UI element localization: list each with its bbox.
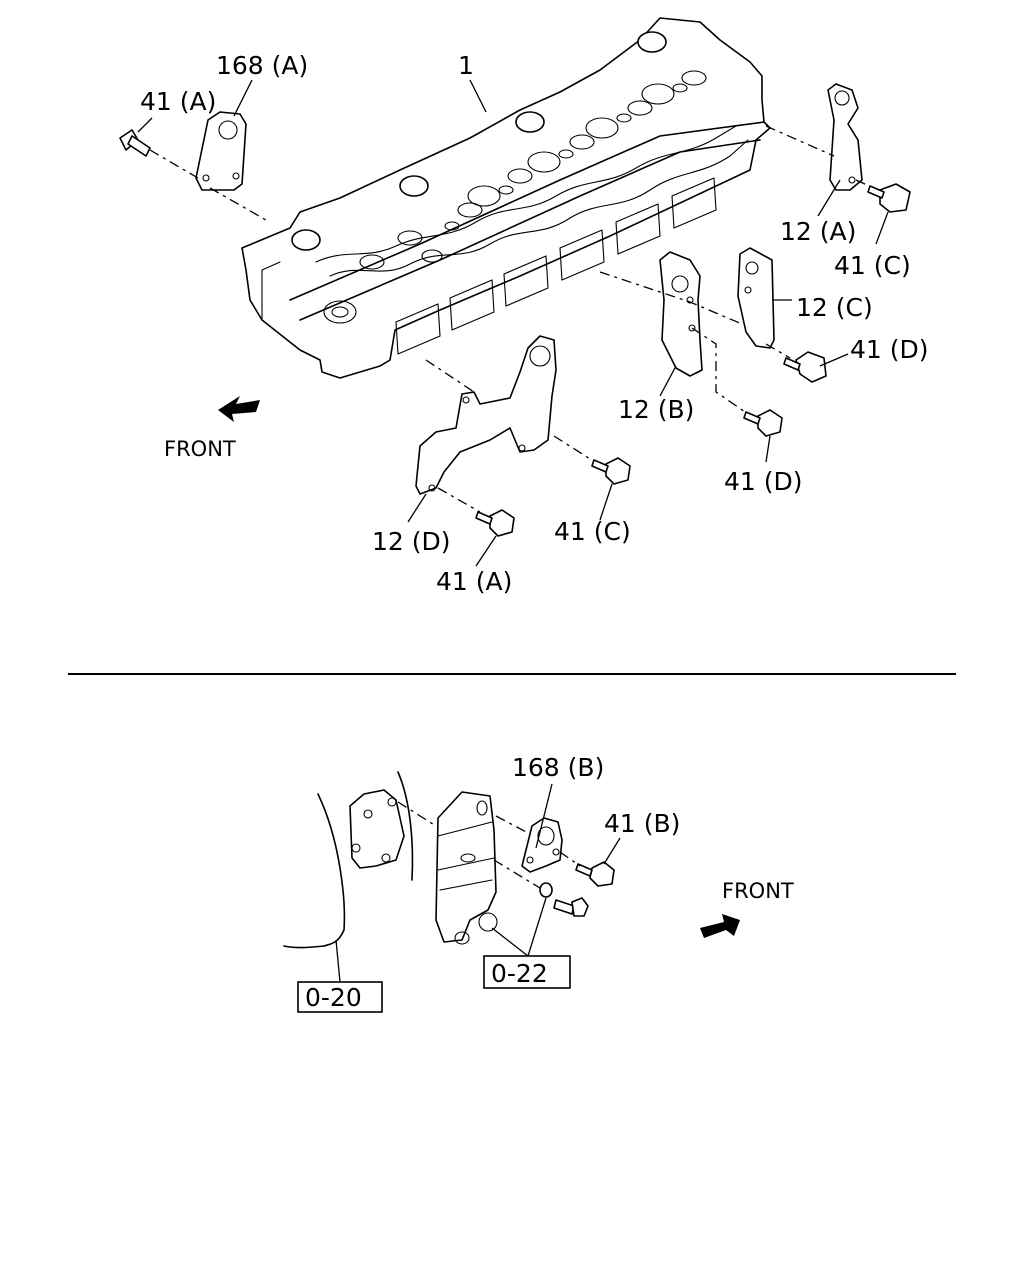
label-part-41a-top: 41 (A) xyxy=(140,87,216,116)
centerline-41c-right xyxy=(855,179,879,191)
leader-lines-top xyxy=(137,79,889,567)
bracket-12a xyxy=(827,83,863,191)
centerline-12a xyxy=(765,125,835,157)
bolt-41c-bottom xyxy=(591,457,631,485)
ref-020-text: 0-20 xyxy=(305,983,362,1012)
bolt-41a-bottom xyxy=(475,509,515,537)
front-arrow-top-icon xyxy=(218,396,260,422)
ref-022-text: 0-22 xyxy=(491,959,548,988)
bracket-168b xyxy=(521,817,563,873)
front-label-top: FRONT xyxy=(164,437,236,461)
cam-journals xyxy=(291,31,667,324)
cylinder-head-assembly xyxy=(241,17,771,379)
label-part-12d: 12 (D) xyxy=(372,527,451,556)
bracket-12c xyxy=(737,247,775,349)
bolt-41b xyxy=(575,861,615,887)
label-part-41c-right: 41 (C) xyxy=(834,251,911,280)
label-part-12b: 12 (B) xyxy=(618,395,694,424)
bracket-12b xyxy=(659,251,703,377)
label-part-41d-right: 41 (D) xyxy=(850,335,929,364)
centerline-41d-bottom xyxy=(691,327,749,415)
label-part-41c-bottom: 41 (C) xyxy=(554,517,631,546)
bolt-41d-right xyxy=(783,351,827,383)
ref-box-022[interactable]: 0-22 xyxy=(483,955,571,989)
bolt-41c-right xyxy=(867,183,911,213)
label-part-41a-bottom: 41 (A) xyxy=(436,567,512,596)
ref-box-020[interactable]: 0-20 xyxy=(297,981,383,1013)
centerline-41a-top xyxy=(149,149,267,221)
leader-lines-bottom xyxy=(335,783,621,983)
bracket-168a xyxy=(195,111,247,191)
front-label-bottom: FRONT xyxy=(722,879,794,903)
bolt-41a-top xyxy=(119,129,151,157)
bracket-12d xyxy=(415,335,557,495)
engine-mount-bracket xyxy=(435,791,498,945)
label-part-12c: 12 (C) xyxy=(796,293,873,322)
centerline-12d xyxy=(425,359,599,513)
bolt-41d-bottom xyxy=(743,409,783,437)
label-part-41d-bottom: 41 (D) xyxy=(724,467,803,496)
valve-seats xyxy=(359,70,707,270)
label-part-41b: 41 (B) xyxy=(604,809,680,838)
label-part-12a: 12 (A) xyxy=(780,217,856,246)
label-part-168a: 168 (A) xyxy=(216,51,308,80)
label-part-168b: 168 (B) xyxy=(512,753,604,782)
port-openings xyxy=(395,177,717,355)
front-arrow-bottom-icon xyxy=(700,914,740,938)
engine-block-outline xyxy=(283,771,414,949)
centerline-12b-12c xyxy=(599,271,743,325)
washer-and-bolt-022 xyxy=(539,882,589,917)
label-part-1: 1 xyxy=(458,51,474,80)
centerline-41d-right xyxy=(765,343,791,359)
